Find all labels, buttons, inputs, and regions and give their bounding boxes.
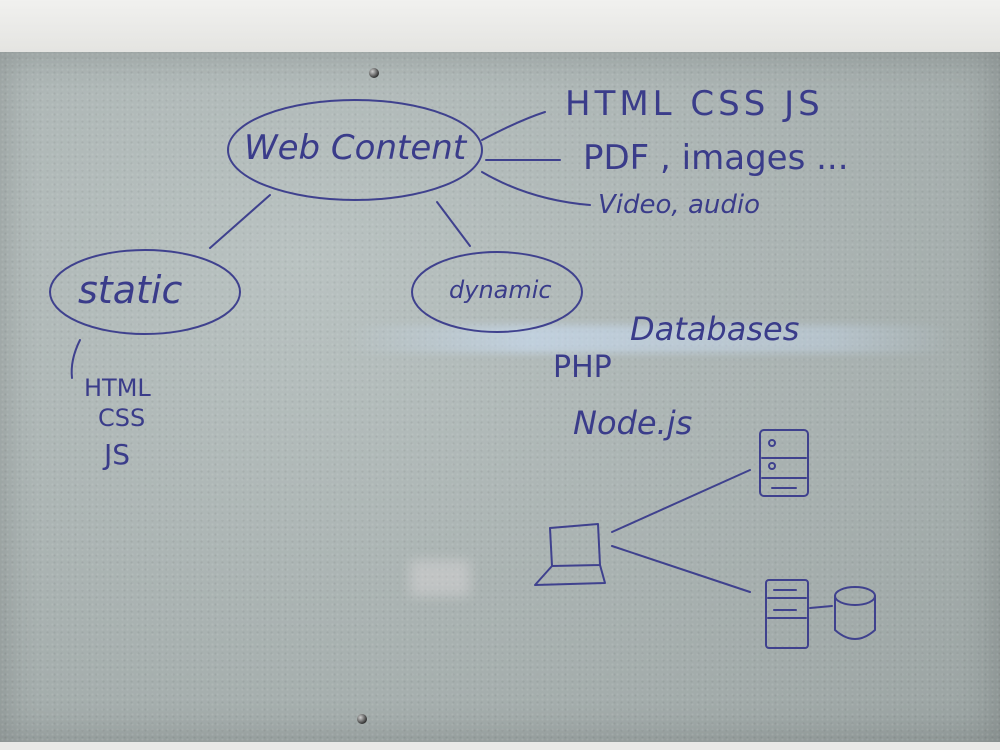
connector-root-static: [209, 194, 271, 249]
connector-root-html: [481, 111, 546, 141]
board-mount-screw-bottom: [357, 714, 367, 724]
connector-server-database: [809, 605, 833, 609]
connector-client-appserver: [611, 545, 751, 593]
whiteboard: [0, 52, 1000, 742]
client-computer-icon: [534, 523, 606, 586]
static-bracket: [70, 339, 81, 379]
content-type-video: Video, audio: [598, 190, 760, 220]
static-ellipse: [49, 249, 241, 335]
root-label: Web Content: [244, 128, 467, 168]
dynamic-item-php: PHP: [553, 350, 612, 385]
light-glare-reflection: [410, 560, 470, 596]
dynamic-label: dynamic: [449, 276, 552, 304]
static-item-js: JS: [104, 438, 131, 471]
app-server-icon: [765, 579, 809, 649]
dynamic-item-databases: Databases: [630, 310, 800, 348]
light-glare: [345, 325, 955, 353]
connector-root-video: [481, 171, 591, 206]
board-mount-screw-top: [369, 68, 379, 78]
web-server-icon: [759, 429, 809, 497]
content-type-html: HTML CSS JS: [565, 84, 824, 124]
dynamic-ellipse: [411, 251, 583, 333]
static-item-html: HTML: [84, 374, 151, 402]
content-type-pdf: PDF , images ...: [583, 138, 849, 178]
web-content-ellipse: [227, 99, 483, 201]
dynamic-item-nodejs: Node.js: [573, 404, 693, 442]
static-label: static: [78, 268, 183, 312]
connector-client-webserver: [611, 469, 751, 533]
wall: [0, 0, 1000, 60]
database-icon: [834, 586, 876, 640]
static-item-css: CSS: [98, 404, 146, 432]
connector-root-dynamic: [436, 201, 471, 247]
